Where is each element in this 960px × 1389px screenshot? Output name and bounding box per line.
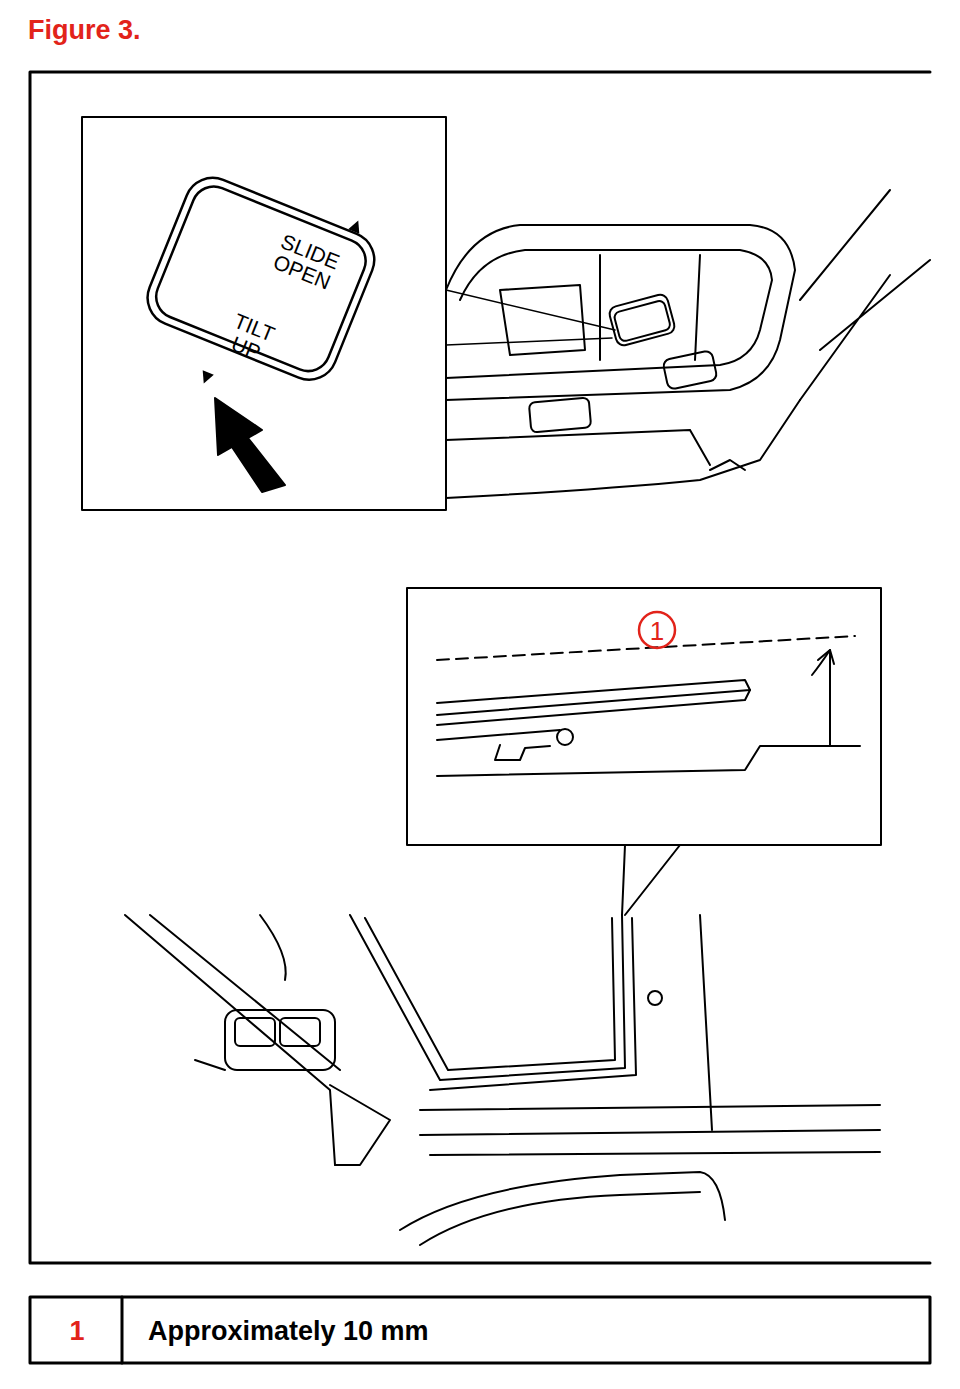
table-divider bbox=[121, 1297, 124, 1363]
legend-table bbox=[30, 1297, 930, 1363]
sunroof-glass bbox=[437, 636, 860, 776]
inset-frame bbox=[407, 588, 881, 845]
figure-title: Figure 3. bbox=[28, 16, 141, 44]
down-arrowhead bbox=[198, 370, 214, 386]
table-number: 1 bbox=[57, 1317, 97, 1345]
table-text: Approximately 10 mm bbox=[148, 1317, 429, 1345]
switch-button bbox=[139, 169, 383, 388]
interior-view bbox=[125, 915, 880, 1245]
callout-number: 1 bbox=[642, 618, 672, 645]
inset-frame bbox=[82, 117, 446, 510]
up-arrowhead bbox=[348, 218, 364, 234]
leader-line bbox=[622, 845, 680, 915]
frame bbox=[30, 72, 930, 1263]
press-arrow bbox=[215, 398, 285, 492]
roof-console bbox=[446, 190, 930, 498]
callout-circle bbox=[639, 612, 675, 648]
